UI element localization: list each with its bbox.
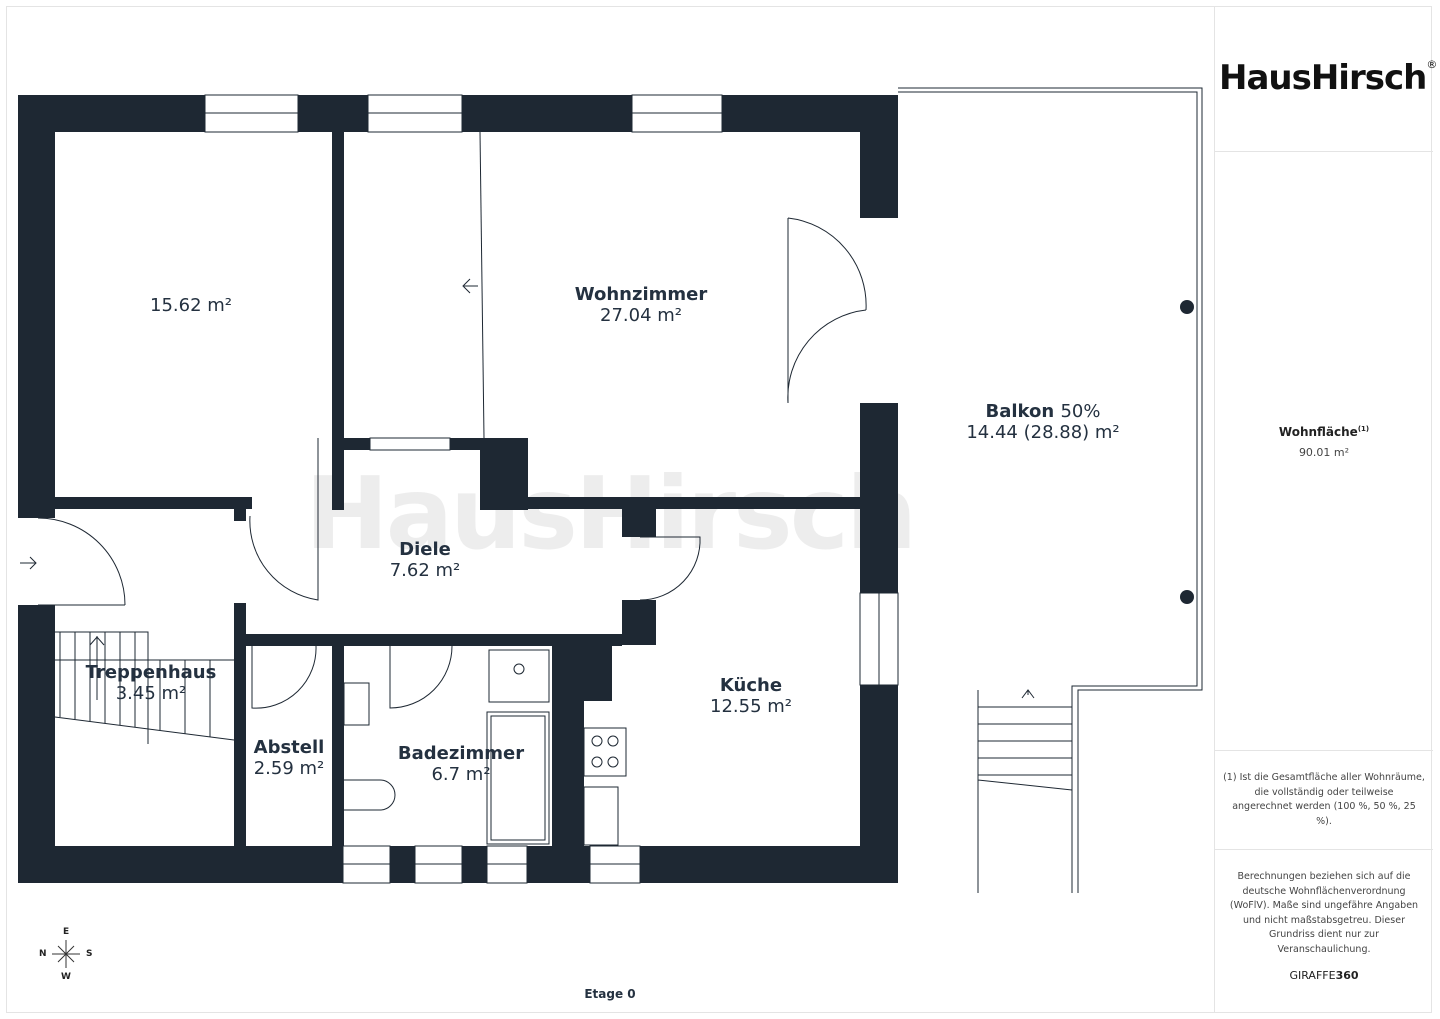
watermark: HausHirsch — [305, 455, 917, 572]
room-balkon: Balkon 50%14.44 (28.88) m² — [966, 401, 1120, 443]
stair-steps — [59, 632, 211, 737]
total-area-value: 90.01 m² — [1298, 446, 1350, 459]
compass-w: W — [61, 972, 71, 982]
credit: GIRAFFE360 — [1289, 969, 1359, 982]
footnote: (1) Ist die Gesamtfläche aller Wohnräume… — [1223, 772, 1425, 827]
balcony-post — [1180, 590, 1194, 604]
disclaimer: Berechnungen beziehen sich auf die deuts… — [1229, 871, 1419, 955]
room-bedroom: 15.62 m² — [149, 295, 233, 316]
total-area-label: Wohnfläche(1) — [1278, 425, 1370, 439]
floor-plan-drawing — [18, 87, 1203, 968]
compass-e: E — [63, 927, 70, 937]
floor-label: Etage 0 — [584, 987, 636, 1001]
brand-logo: HausHirsch® — [1219, 58, 1437, 98]
compass-n: N — [39, 949, 47, 959]
info-panel: HausHirsch® Wohnfläche(1) 90.01 m² (1) I… — [1214, 6, 1437, 1013]
windows — [204, 94, 899, 884]
doors-and-fixtures — [20, 87, 1203, 893]
balcony-post — [1180, 300, 1194, 314]
compass-s: S — [86, 949, 93, 959]
compass-icon — [52, 940, 80, 968]
page-frame — [6, 6, 1432, 1013]
